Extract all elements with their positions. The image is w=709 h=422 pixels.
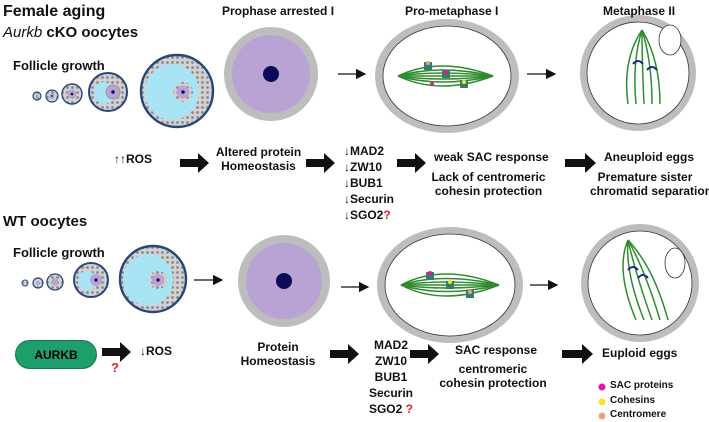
legend-sac-label: SAC proteins bbox=[610, 380, 674, 391]
cko-factor-securin: ↓Securin bbox=[344, 192, 395, 206]
cko-protein-line2: Homeostasis bbox=[221, 159, 296, 173]
wt-factors: MAD2 ZW10 BUB1 Securin SGO2 ? bbox=[355, 337, 427, 417]
cko-sgo2-question: ? bbox=[383, 208, 391, 222]
cko-gene-name: Aurkb bbox=[3, 24, 43, 41]
wt-sgo2-question: ? bbox=[405, 402, 414, 416]
cko-outcome2: Premature sister chromatid separation bbox=[590, 170, 709, 198]
wt-factor-securin: Securin bbox=[368, 386, 413, 400]
cko-follicles bbox=[32, 53, 215, 129]
cko-arrows bbox=[180, 153, 596, 173]
wt-aurkb-question: ? bbox=[111, 360, 119, 375]
wt-arrows bbox=[102, 342, 593, 364]
wt-outcome: Euploid eggs bbox=[602, 346, 678, 360]
wt-factor-mad2: MAD2 bbox=[373, 338, 408, 352]
cko-follicle-label: Follicle growth bbox=[13, 58, 105, 73]
wt-factor-bub1: BUB1 bbox=[374, 370, 408, 384]
legend-centromere-label: Centromere bbox=[610, 409, 667, 420]
wt-prometaphase-oocyte bbox=[377, 227, 523, 343]
legend-centromere-marker bbox=[598, 412, 606, 420]
cko-factors: ↓MAD2 ↓ZW10 ↓BUB1 ↓Securin ↓SGO2? bbox=[344, 143, 394, 223]
cko-outcome: Aneuploid eggs bbox=[604, 150, 694, 164]
legend-sac-marker bbox=[598, 383, 606, 391]
figure-title: Female aging bbox=[3, 3, 106, 20]
cko-label-rest: cKO oocytes bbox=[42, 24, 139, 41]
wt-factor-sgo2: SGO2 bbox=[368, 402, 403, 416]
legend-cohesin-marker bbox=[598, 398, 606, 406]
legend-cohesin-label: Cohesins bbox=[610, 395, 656, 406]
wt-cohesin: centromeric cohesin protection bbox=[434, 362, 552, 390]
wt-protein: Protein Homeostasis bbox=[238, 340, 318, 368]
cko-outcome2-line1: Premature sister bbox=[597, 170, 693, 184]
stage-label-metaphase-ii: Metaphase II bbox=[603, 4, 676, 18]
cko-protein-line1: Altered protein bbox=[215, 145, 302, 159]
wt-factor-zw10: ZW10 bbox=[374, 354, 407, 368]
cko-protein: Altered protein Homeostasis bbox=[211, 145, 306, 173]
wt-protein-line1: Protein bbox=[257, 340, 299, 354]
cko-cohesin: Lack of centromeric cohesin protection bbox=[421, 170, 556, 198]
cko-factor-sgo2: ↓SGO2 bbox=[344, 208, 384, 222]
wt-sac: SAC response bbox=[455, 343, 538, 357]
wt-label: WT oocytes bbox=[3, 213, 88, 230]
cko-factor-zw10: ↓ZW10 bbox=[344, 160, 383, 174]
legend-markers bbox=[598, 383, 606, 420]
cko-metaphase-ii-egg bbox=[580, 15, 696, 131]
wt-metaphase-ii-egg bbox=[581, 224, 699, 342]
aurkb-badge: AURKB bbox=[15, 340, 97, 369]
cko-prophase-oocyte bbox=[224, 27, 318, 121]
cko-ros: ↑↑ROS bbox=[114, 152, 153, 166]
wt-cohesin-line2: cohesin protection bbox=[439, 376, 547, 390]
stage-label-prophase: Prophase arrested I bbox=[222, 4, 335, 18]
stage-label-prometaphase: Pro-metaphase I bbox=[405, 4, 499, 18]
cko-outcome2-line2: chromatid separation bbox=[590, 184, 709, 198]
wt-prophase-oocyte bbox=[238, 235, 330, 327]
cko-cohesin-line2: cohesin protection bbox=[434, 184, 543, 198]
wt-protein-line2: Homeostasis bbox=[240, 354, 316, 368]
wt-ros: ↓ROS bbox=[140, 344, 173, 358]
cko-label: Aurkb cKO oocytes bbox=[3, 24, 138, 41]
wt-cohesin-line1: centromeric bbox=[458, 362, 528, 376]
cko-factor-mad2: ↓MAD2 bbox=[344, 144, 385, 158]
wt-follicles bbox=[21, 244, 188, 314]
wt-follicle-label: Follicle growth bbox=[13, 245, 105, 260]
cko-prometaphase-oocyte bbox=[375, 19, 519, 133]
cko-sac: weak SAC response bbox=[434, 150, 549, 164]
cko-cohesin-line1: Lack of centromeric bbox=[431, 170, 546, 184]
cko-factor-bub1: ↓BUB1 bbox=[344, 176, 383, 190]
